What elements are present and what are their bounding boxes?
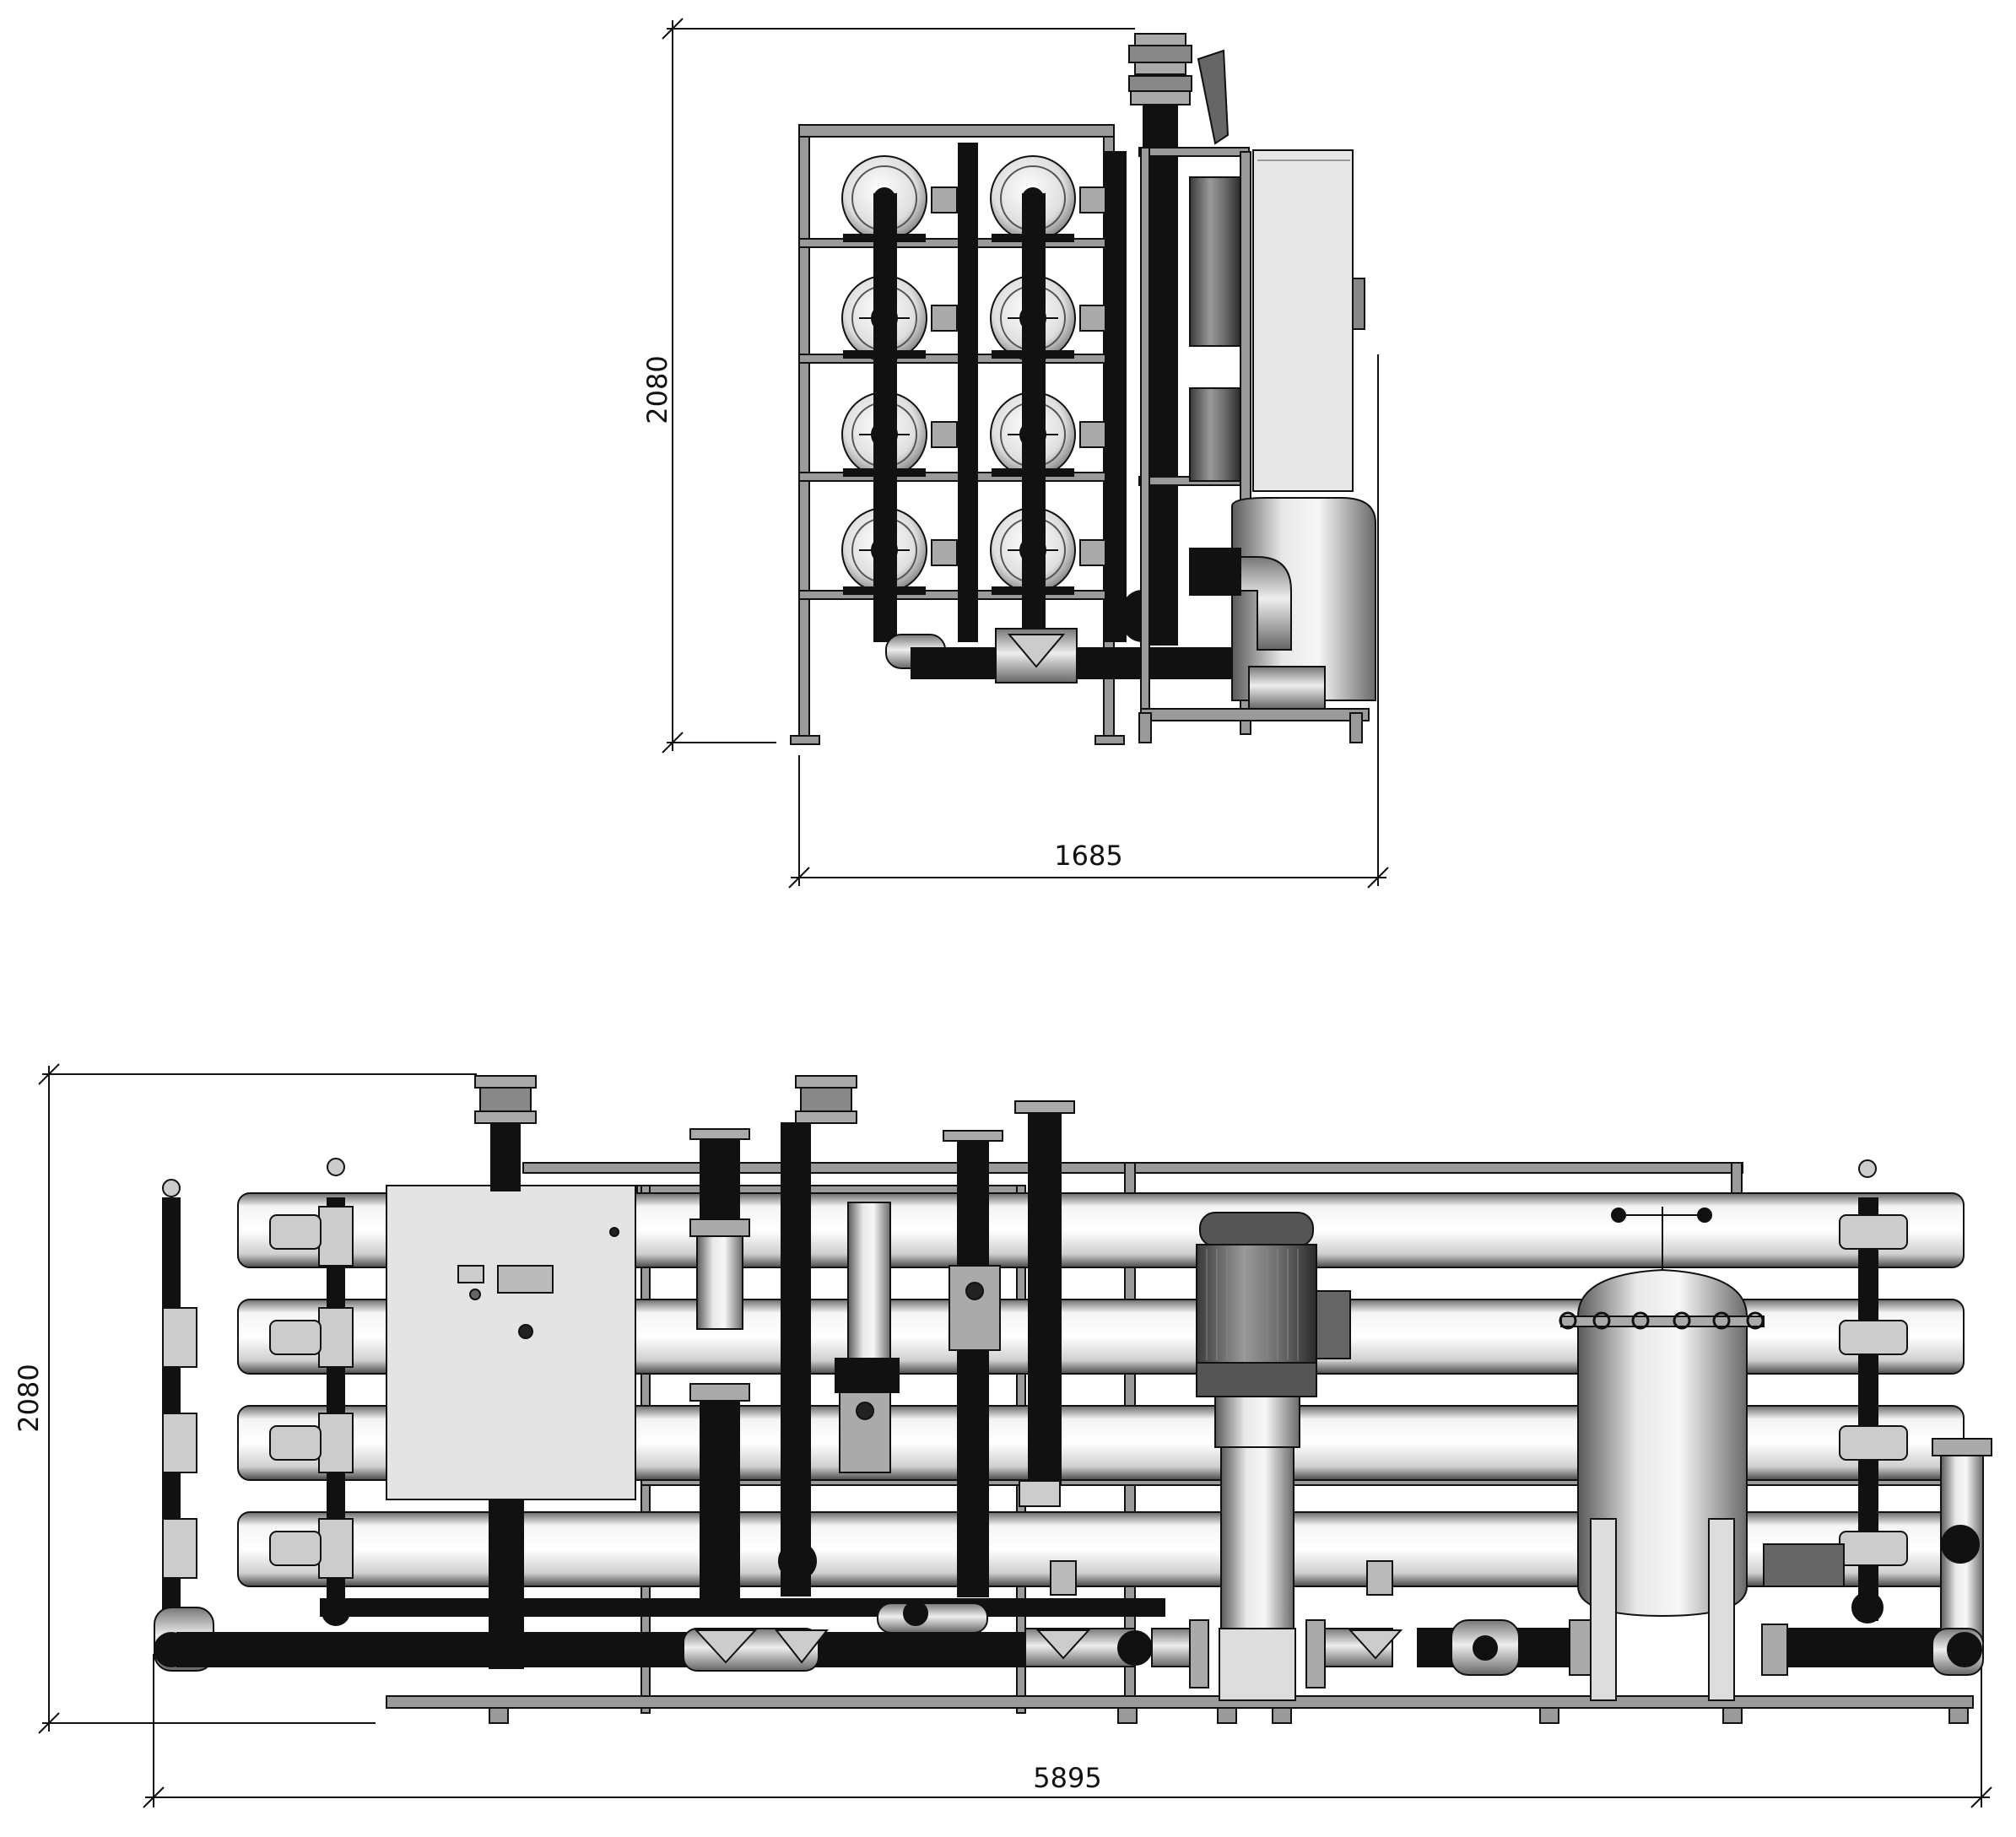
front-height-dimension: [38, 1063, 477, 1734]
front-right-headers: [1761, 1159, 1992, 1676]
front-discharge-piping: [1324, 1560, 1596, 1676]
side-width-label: 1685: [1054, 840, 1122, 872]
side-pump-frame: [1138, 147, 1376, 743]
front-height-label: 2080: [13, 1364, 45, 1432]
front-vertical-pipes: [474, 1075, 1075, 1600]
front-width-dimension: [143, 1654, 1992, 1808]
side-view: 2080 1685: [641, 18, 1389, 889]
front-membrane-vessels: [237, 1192, 1965, 1587]
front-width-label: 5895: [1033, 1762, 1101, 1794]
membrane-vessel: [237, 1299, 1965, 1375]
side-height-label: 2080: [641, 355, 673, 424]
front-high-pressure-pump: [1189, 1212, 1351, 1701]
membrane-vessel: [237, 1192, 1965, 1268]
front-view: 2080 5895: [13, 1063, 1992, 1808]
side-height-dimension: [662, 18, 1135, 754]
front-cartridge-filter: [1559, 1207, 1765, 1701]
front-bottom-manifold: [683, 1542, 1203, 1672]
front-control-panel: [386, 1185, 636, 1669]
side-width-dimension: [788, 354, 1389, 889]
